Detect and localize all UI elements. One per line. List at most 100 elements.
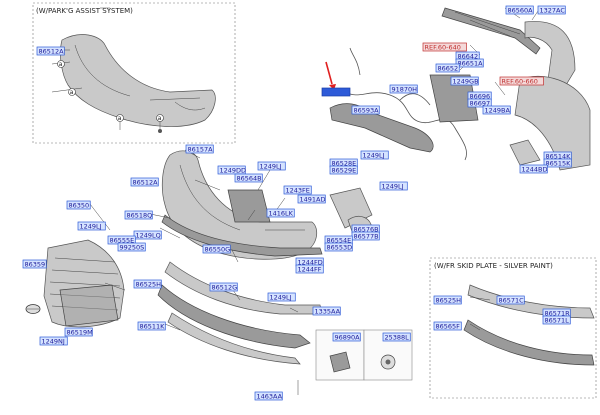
part-label-box [64,327,93,337]
fender-panel [514,76,591,171]
part-number-label: 86512G [212,283,238,291]
part-number-label: 86564B [237,174,262,182]
part-label-box [379,181,408,191]
part-number-label: 1244BD [522,165,548,173]
part-label-box [137,321,166,331]
part-number-label: 86553D [327,243,353,251]
skid-plate-lower [157,284,311,349]
part-label-box [450,76,479,86]
part-number-label: 86697 [470,99,491,107]
part-label-box [234,173,263,183]
part-label-box [496,295,525,305]
part-number-label: 1244FF [298,265,322,273]
part-label-box [467,98,492,108]
part-label-box [360,150,389,160]
part-number-label: 86571C [499,296,525,304]
part-number-label: 86514K [546,152,572,160]
highlight-label: 86600D [324,89,350,97]
part-number-label: 25388L [385,333,410,341]
highlight-arrow [325,61,333,85]
parking-assist-title: (W/PARK'G ASSIST SYSTEM) [36,7,133,15]
skid-plate-title: (W/FR SKID PLATE - SILVER PAINT) [434,262,553,270]
part-label-box [482,105,511,115]
part-number-label: 86571L [545,316,570,324]
mounting-bracket-center [227,189,271,223]
part-number-label: 86577B [354,232,379,240]
part-label-box [382,332,411,342]
callout-a-3 [116,114,124,122]
part-number-label: 86560A [508,6,534,14]
part-number-label: 86651A [458,59,484,67]
part-number-label: 1249LQ [136,231,161,239]
svg-text:a: a [70,89,74,96]
part-number-label: 86525H [436,296,462,304]
part-number-label: 86642 [458,52,479,60]
skid-upper-trim [467,284,595,319]
part-label-box [39,336,68,346]
grille-frame [59,284,119,327]
part-label-box [422,42,467,52]
part-number-label: 1249LJ [80,222,102,230]
part-number-label: 86512A [133,178,159,186]
part-number-label: 86576B [354,225,379,233]
part-label-box [130,177,159,187]
part-number-label: 1463AA [257,392,283,400]
part-label-box [297,194,326,204]
part-number-label: 86528E [332,159,357,167]
part-label-box [433,295,462,305]
part-number-label: 86518Q [127,211,153,219]
part-number-label: 86512A [39,47,65,55]
part-number-label: 86525H [136,280,162,288]
part-label-box [133,279,162,289]
part-label-box [351,105,380,115]
callout-a-4 [156,114,164,122]
part-label-box [267,292,296,302]
skid-plate-region [429,257,597,399]
part-label-box [22,259,47,269]
reference-label: REF.60-640 [425,43,461,51]
part-number-label: 1249DD [220,166,247,174]
part-label-box [433,321,462,331]
part-label-box [519,164,548,174]
part-label-box [257,161,286,171]
part-label-box [329,165,358,175]
part-number-label: 86157A [188,145,214,153]
part-number-label: 86565F [436,322,461,330]
part-label-box [537,5,566,15]
sensor-hole-icon [158,129,162,133]
part-number-label: 86350 [69,201,90,209]
part-number-label: 91870H [392,85,418,93]
part-label-box [117,242,146,252]
part-number-label: 86593A [354,106,380,114]
part-number-label: 86515K [546,159,572,167]
part-number-label: 1491AD [300,195,326,203]
skid-lower-plate [463,319,595,366]
part-number-label: 1249GB [453,77,479,85]
part-label-box [209,282,238,292]
part-label-box [36,46,65,56]
upper-grille-trim [161,214,323,257]
part-label-box [77,221,106,231]
part-number-label: 1249LJ [270,293,292,301]
part-label-box [505,5,534,15]
part-label-box [254,391,283,401]
part-number-label: 86652 [438,64,459,72]
part-label-box [542,315,571,325]
part-label-box [66,200,91,210]
lower-trim-strip [167,312,301,365]
part-label-box [217,165,246,175]
part-label-box [499,76,544,86]
highlight-label-box [321,87,351,97]
part-label-box [266,208,295,218]
part-number-label: 1335AA [315,307,341,315]
part-label-box [312,306,341,316]
part-label-box [435,63,460,73]
part-number-label: 86529E [332,166,357,174]
reference-label: REF.60-660 [502,77,538,85]
clip-part-icon [329,351,351,373]
part-number-label: 86511K [140,322,166,330]
svg-text:a: a [59,61,63,68]
fog-lamp-bracket-right [509,139,541,166]
